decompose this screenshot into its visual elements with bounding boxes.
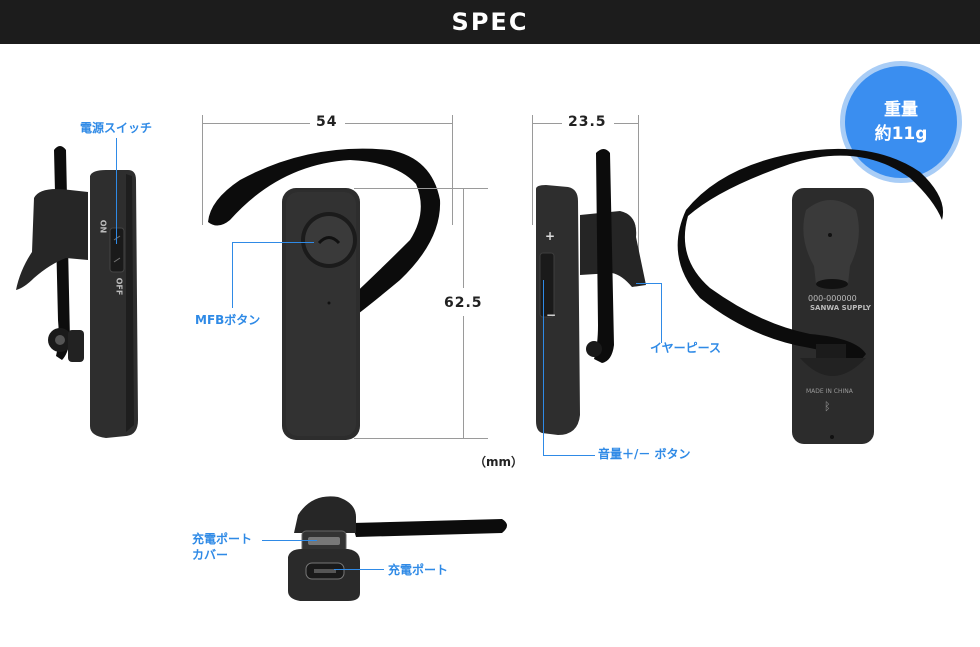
headset-side-left-image [16, 146, 138, 438]
headset-back-image [677, 148, 944, 444]
earpiece-label: イヤーピース [650, 341, 722, 355]
weight-badge-value: 約11g [874, 124, 928, 144]
page-title: SPEC [451, 8, 529, 36]
height-dimension: 62.5 [444, 295, 483, 311]
weight-badge-title: 重量 [884, 100, 918, 120]
switch-on-marking: ON [98, 219, 108, 234]
charge-port-leader [334, 569, 384, 570]
width-dim-line-right [345, 123, 453, 124]
power-switch-leader [116, 138, 117, 244]
switch-off-marking: OFF [114, 277, 124, 296]
width-dim-left-tick [202, 115, 203, 225]
depth-dim-line-right [614, 123, 639, 124]
mfb-leader-vertical [232, 242, 233, 308]
mfb-leader-horizontal [232, 242, 314, 243]
volume-leader-horizontal [543, 455, 595, 456]
headset-bottom-image [288, 496, 507, 601]
weight-badge: 重量 約11g [840, 61, 962, 183]
charge-port-cover-label-line2: カバー [192, 548, 229, 562]
spec-header: SPEC [0, 0, 980, 44]
height-dim-line-bottom [463, 316, 464, 438]
earpiece-leader-horizontal [636, 283, 662, 284]
depth-dim-right-tick [638, 115, 639, 281]
vol-minus-marking: − [546, 308, 557, 322]
power-switch-label: 電源スイッチ [80, 121, 153, 135]
headset-front-image [208, 148, 441, 440]
earpiece-leader-vertical [661, 283, 662, 343]
width-dim-line-left [202, 123, 310, 124]
volume-leader-vertical [543, 280, 544, 456]
depth-dim-left-tick [532, 115, 533, 225]
bluetooth-icon: ᛒ [824, 400, 831, 413]
mfb-button-label: MFBボタン [195, 313, 261, 327]
width-dimension: 54 [316, 114, 338, 130]
vol-plus-marking: + [545, 229, 556, 243]
brand-marking: SANWA SUPPLY [810, 304, 872, 312]
depth-dim-line-left [532, 123, 562, 124]
charge-port-cover-leader [262, 540, 317, 541]
depth-dimension: 23.5 [568, 114, 607, 130]
width-dim-right-tick [452, 115, 453, 225]
height-dim-top-tick [354, 188, 488, 189]
volume-buttons-label: 音量＋/－ ボタン [598, 447, 691, 461]
cert-number-marking: 000-000000 [808, 294, 857, 303]
height-dim-line-top [463, 188, 464, 288]
headset-side-right-image [536, 149, 646, 435]
origin-marking: MADE IN CHINA [806, 388, 853, 395]
charge-port-cover-label-line1: 充電ポート [192, 532, 253, 546]
height-dim-bottom-tick [354, 438, 488, 439]
charge-port-label: 充電ポート [388, 563, 449, 577]
unit-label: （mm） [474, 455, 524, 469]
